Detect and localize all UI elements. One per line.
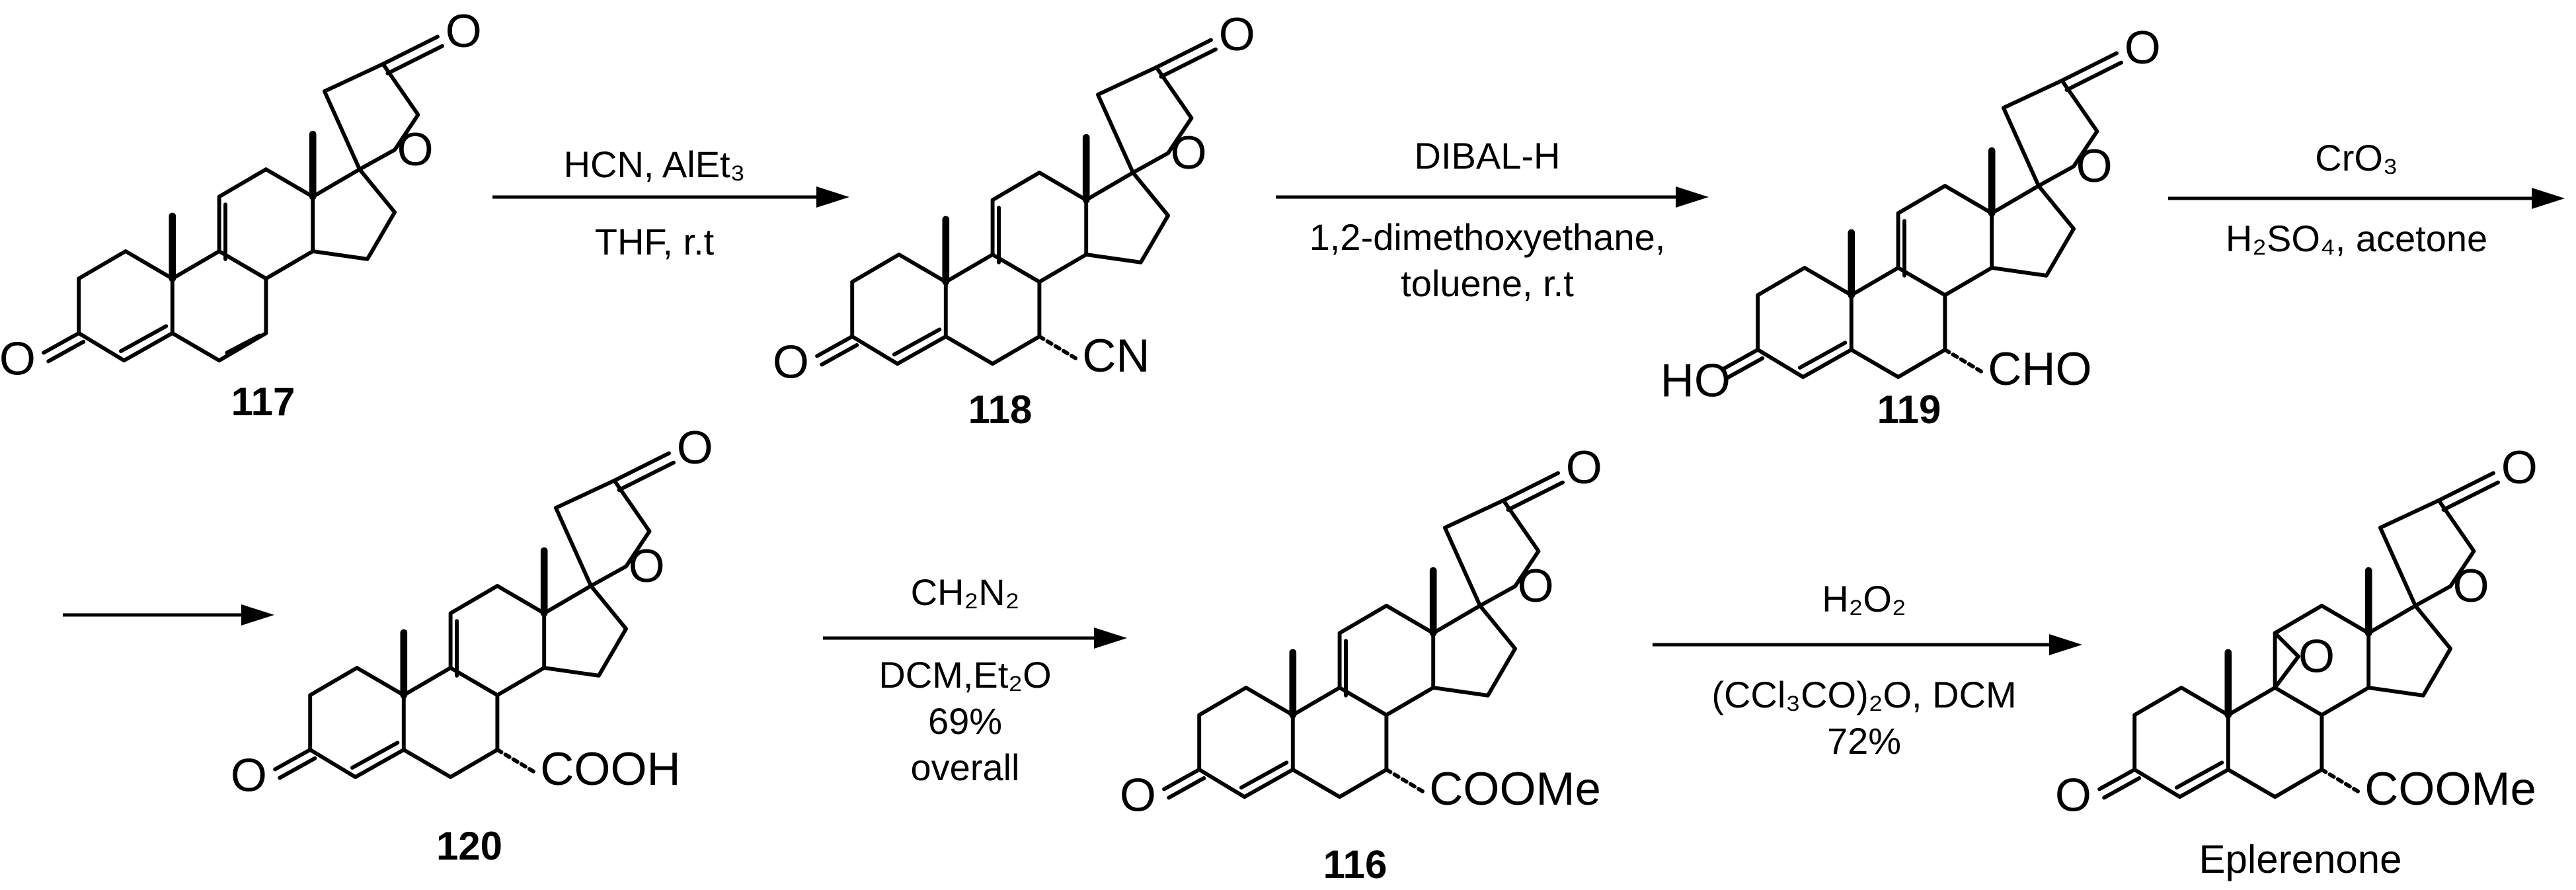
step4-condition-1: DCM,Et₂O xyxy=(878,654,1051,696)
compound-116: O O O COOMe xyxy=(1120,442,1602,822)
lactone-carbonyl-oxygen: O xyxy=(2501,442,2538,494)
lactone-oxygen: O xyxy=(2076,140,2113,192)
lactone-carbonyl-oxygen: O xyxy=(446,5,482,58)
reaction-arrow-1: HCN, AlEt₃ THF, r.t xyxy=(492,143,849,263)
reaction-arrow-3: CrO₃ H₂SO₄, acetone xyxy=(2168,137,2565,259)
step5-yield: 72% xyxy=(1827,720,1901,762)
substituent-120: COOH xyxy=(540,743,680,795)
substituent-eplerenone: COOMe xyxy=(2364,763,2536,815)
lactone-oxygen: O xyxy=(1518,560,1554,612)
substituent-116: COOMe xyxy=(1429,763,1601,815)
step3-condition: H₂SO₄, acetone xyxy=(2226,218,2487,259)
lactone-oxygen: O xyxy=(1171,127,1207,179)
substituent-119: CHO xyxy=(1988,343,2091,395)
continuation-arrow xyxy=(63,604,274,626)
compound-label-117: 117 xyxy=(231,380,295,424)
reaction-arrow-2: DIBAL-H 1,2-dimethoxyethane, toluene, r.… xyxy=(1276,135,1709,304)
lactone-oxygen: O xyxy=(629,540,665,592)
ketone-oxygen: O xyxy=(773,336,809,388)
step3-reagent: CrO₃ xyxy=(2315,137,2398,179)
lactone-oxygen: O xyxy=(397,124,434,176)
ketone-oxygen: O xyxy=(1120,769,1156,821)
compound-119: O O HO CHO xyxy=(1660,22,2161,407)
step1-condition: THF, r.t xyxy=(595,221,715,263)
substituent-118: CN xyxy=(1082,330,1150,382)
compound-120: O O O COOH xyxy=(231,422,713,802)
step4-reagent: CH₂N₂ xyxy=(911,571,1020,613)
step1-reagent: HCN, AlEt₃ xyxy=(564,143,746,185)
step5-condition: (CCl₃CO)₂O, DCM xyxy=(1711,674,2016,715)
reaction-arrow-4: CH₂N₂ DCM,Et₂O 69% overall xyxy=(823,571,1127,788)
ketone-oxygen: O xyxy=(2055,769,2091,821)
step2-condition-2: toluene, r.t xyxy=(1401,263,1574,304)
compound-label-120: 120 xyxy=(436,824,502,868)
hydroxyl-119: HO xyxy=(1660,355,1731,407)
compound-label-eplerenone: Eplerenone xyxy=(2199,837,2402,881)
reaction-arrow-5: H₂O₂ (CCl₃CO)₂O, DCM 72% xyxy=(1653,578,2082,762)
lactone-carbonyl-oxygen: O xyxy=(677,422,713,474)
lactone-carbonyl-oxygen: O xyxy=(1566,442,1602,494)
compound-117: O O O xyxy=(0,5,482,385)
compound-label-119: 119 xyxy=(1877,387,1941,432)
lactone-carbonyl-oxygen: O xyxy=(2125,22,2161,74)
ketone-oxygen: O xyxy=(231,749,267,801)
step4-condition-2: overall xyxy=(911,747,1020,788)
epoxide-oxygen: O xyxy=(2298,630,2335,682)
lactone-oxygen: O xyxy=(2453,560,2489,612)
compound-label-116: 116 xyxy=(1323,842,1387,887)
compound-label-118: 118 xyxy=(968,387,1033,432)
step2-reagent: DIBAL-H xyxy=(1415,135,1561,177)
compound-118: O O O CN xyxy=(773,9,1255,389)
step2-condition-1: 1,2-dimethoxyethane, xyxy=(1309,216,1666,258)
lactone-carbonyl-oxygen: O xyxy=(1219,9,1255,61)
compound-eplerenone: O O O O COOMe xyxy=(2055,442,2538,822)
ketone-oxygen: O xyxy=(0,333,36,385)
step4-yield: 69% xyxy=(928,700,1002,742)
step5-reagent: H₂O₂ xyxy=(1822,578,1906,620)
